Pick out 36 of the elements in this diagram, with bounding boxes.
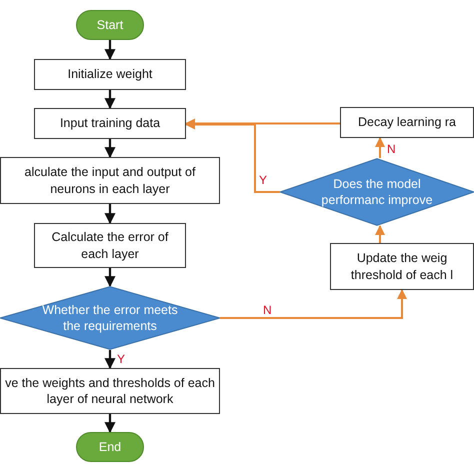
node-text: alculate the input and output of neurons in each layer xyxy=(24,164,196,197)
terminal-pill xyxy=(76,432,144,462)
process-box xyxy=(0,368,220,414)
arrow xyxy=(220,289,407,319)
process-box xyxy=(34,108,186,139)
decision-diamond xyxy=(280,158,474,226)
arrow xyxy=(104,40,116,60)
node-text: Does the model performanc improve xyxy=(320,176,434,208)
arrow xyxy=(104,139,116,158)
decision-diamond xyxy=(0,286,220,350)
node-text: Update the weig threshold of each l xyxy=(350,250,454,283)
process-box xyxy=(34,59,186,90)
process-box xyxy=(340,107,474,138)
node-text: Input training data xyxy=(60,115,160,132)
process-box xyxy=(34,223,186,268)
arrow xyxy=(104,90,116,110)
terminal-pill xyxy=(76,10,144,40)
arrow xyxy=(375,137,385,158)
node-text: Initialize weight xyxy=(68,66,152,83)
node-text: Calculate the error of each layer xyxy=(50,229,170,262)
process-box xyxy=(330,243,474,290)
arrow xyxy=(375,225,385,243)
node-text: End xyxy=(98,438,122,456)
edge-label: Y xyxy=(258,174,268,186)
arrow xyxy=(104,414,116,434)
node-text: Whether the error meets the requirements xyxy=(41,302,179,334)
edge-label: Y xyxy=(116,353,126,365)
edge-label: N xyxy=(262,304,273,316)
process-box xyxy=(0,157,220,204)
arrow xyxy=(104,350,116,370)
node-text: Start xyxy=(96,16,124,34)
node-text: ve the weights and thresholds of each layer of neural network xyxy=(5,374,215,408)
node-text: Decay learning ra xyxy=(358,114,456,131)
arrow xyxy=(104,268,116,288)
edge-label: N xyxy=(386,143,397,155)
arrow xyxy=(104,204,116,224)
